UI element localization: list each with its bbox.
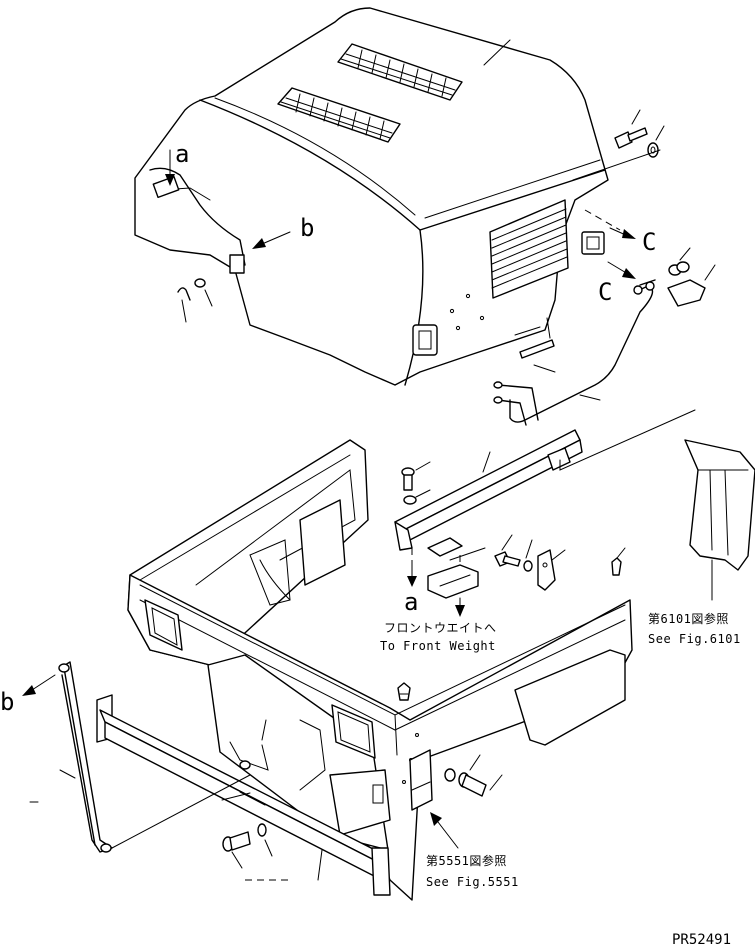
- side-stay-rod: [58, 661, 251, 853]
- note-front-weight-jp: フロントウエイトへ: [384, 621, 497, 635]
- note-fig5551-jp: 第5551図参照: [426, 853, 507, 868]
- bolt-bottom-right: [444, 754, 503, 797]
- arrow-fig5551: [430, 812, 459, 849]
- dashed-guide-c1: [584, 209, 621, 231]
- drawing-number: PR52491: [672, 932, 731, 948]
- arrow-b-right: [252, 231, 291, 249]
- guide-line: [572, 149, 661, 181]
- arrow-c-upper: [609, 227, 636, 239]
- side-bracket: [96, 694, 391, 896]
- label-b-left: b: [0, 688, 14, 716]
- leader-hood: [483, 39, 511, 66]
- arrow-a-bottom: [407, 564, 417, 587]
- mounting-bar: [394, 429, 583, 557]
- arrow-a-top: [165, 149, 175, 186]
- note-fig6101-jp: 第6101図参照: [648, 611, 729, 626]
- leader-bottom: [317, 849, 323, 881]
- guide-bracket: [449, 547, 486, 561]
- label-c-lower: C: [598, 278, 612, 306]
- cotter-pin: [177, 287, 191, 323]
- support-column: [684, 439, 755, 601]
- guide-to-6101: [559, 409, 696, 471]
- note-fig6101-en: See Fig.6101: [648, 632, 741, 646]
- label-a-bottom: a: [404, 588, 418, 616]
- front-weight-bracket: [427, 564, 479, 599]
- arrow-b-left: [22, 674, 56, 696]
- label-b-right: b: [300, 214, 314, 242]
- lower-frame: [127, 439, 633, 901]
- bolt-bar: [401, 461, 431, 505]
- hood-vent-right: [337, 43, 463, 101]
- washer-hood: [647, 125, 665, 158]
- washer-left: [194, 278, 213, 307]
- clip-parts: [667, 247, 716, 307]
- engine-hood: [134, 7, 609, 386]
- bolt-set-middle: [494, 534, 626, 591]
- hood-vent-left: [277, 87, 401, 143]
- bolt-bottom-left: [222, 823, 273, 869]
- note-fig5551-en: See Fig.5551: [426, 875, 519, 889]
- arrow-front-weight: [455, 597, 465, 617]
- arrow-c-lower: [607, 261, 636, 279]
- hood-side-vent: [489, 199, 569, 299]
- label-c-upper: C: [642, 228, 656, 256]
- pins: [514, 317, 556, 373]
- label-a-top: a: [175, 140, 189, 168]
- hood-stay-rod: [493, 279, 656, 426]
- bolt-hood: [614, 109, 648, 149]
- note-front-weight-en: To Front Weight: [380, 639, 496, 653]
